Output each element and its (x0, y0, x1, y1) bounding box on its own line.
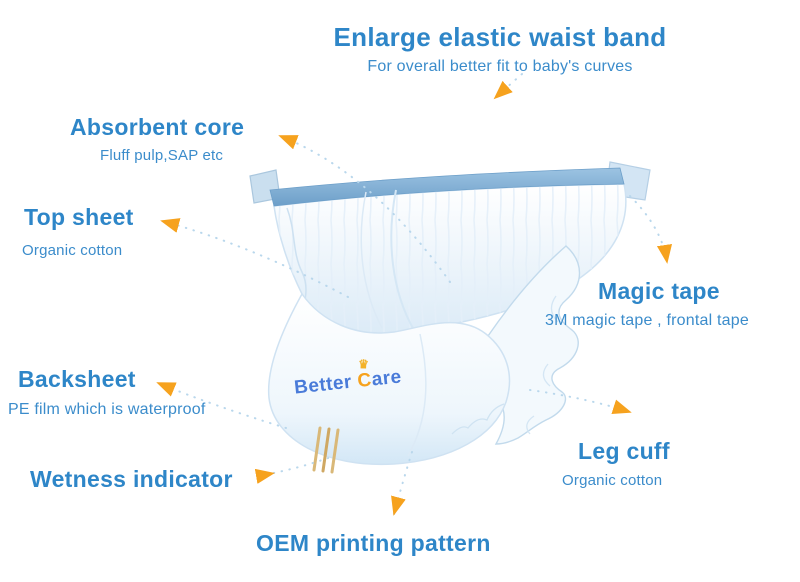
crown-icon: ♛ (357, 357, 370, 372)
label-leg-cuff-title: Leg cuff (578, 438, 670, 464)
connector-backsheet (156, 382, 287, 429)
ruffle-fold-lines (526, 295, 559, 435)
label-backsheet-subtitle: PE film which is waterproof (8, 401, 206, 418)
label-top-sheet-subtitle: Organic cotton (22, 242, 123, 259)
label-top-sheet-title: Top sheet (24, 204, 134, 230)
diaper-front-panel (267, 292, 511, 466)
front-crease-line (407, 333, 427, 457)
label-absorbent-core-title: Absorbent core (70, 114, 245, 140)
front-leg-frill (451, 403, 505, 435)
label-waistband-subtitle: For overall better fit to baby's curves (367, 58, 633, 75)
label-waistband-title: Enlarge elastic waist band (333, 22, 667, 52)
label-leg-cuff-subtitle: Organic cotton (562, 472, 663, 489)
label-magic-tape-subtitle: 3M magic tape , frontal tape (545, 312, 749, 329)
wetness-indicator-stripes (312, 426, 340, 474)
diaper-fold-line (390, 189, 415, 331)
logo-text-are: are (370, 366, 403, 391)
connector-waistband (493, 73, 523, 100)
diaper-fold-line-2 (360, 191, 383, 329)
diaper-left-edge-ruffle (286, 207, 307, 307)
label-backsheet-title: Backsheet (18, 366, 136, 392)
label-oem-printing-title: OEM printing pattern (256, 530, 491, 556)
label-wetness-indicator-title: Wetness indicator (30, 466, 233, 492)
connector-magic-tape (629, 195, 673, 264)
connector-absorbent-core (278, 135, 451, 283)
connector-wetness-indicator (254, 455, 335, 484)
diaper-waistband (269, 167, 625, 207)
label-absorbent-core-subtitle: Fluff pulp,SAP etc (100, 147, 224, 164)
label-magic-tape-title: Magic tape (598, 278, 720, 304)
connector-oem-printing (391, 451, 413, 516)
